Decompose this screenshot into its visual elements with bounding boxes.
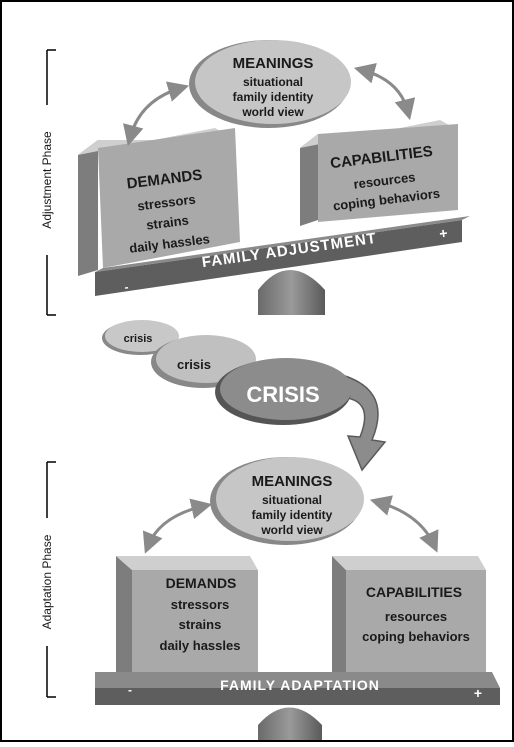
adjustment-beam: FAMILY ADJUSTMENT - + [95, 216, 470, 296]
adaptation-demands-title: DEMANDS [166, 575, 237, 591]
adjustment-minus-sign: - [123, 280, 129, 294]
adjustment-meanings-ellipse: MEANINGS situational family identity wor… [189, 40, 351, 128]
adjustment-fulcrum [258, 270, 325, 315]
adjustment-right-arrow [353, 63, 416, 121]
adaptation-capabilities-title: CAPABILITIES [366, 584, 462, 600]
adaptation-phase-bracket: Adaptation Phase [38, 461, 56, 698]
adaptation-meanings-line-1: situational [262, 493, 322, 507]
adjustment-phase: Adjustment Phase FAMILY ADJUSTMENT - + D… [38, 40, 470, 316]
adaptation-right-arrow [369, 495, 439, 553]
adaptation-demands-line-2: strains [179, 617, 222, 632]
adaptation-demands-box: DEMANDS stressors strains daily hassles [116, 556, 258, 672]
adjustment-demands-line-2: strains [145, 212, 189, 232]
adjustment-meanings-line-3: world view [241, 105, 304, 119]
adaptation-capabilities-box: CAPABILITIES resources coping behaviors [332, 556, 486, 672]
adaptation-capabilities-line-2: coping behaviors [362, 629, 470, 644]
adaptation-beam: FAMILY ADAPTATION - + [95, 672, 500, 705]
adaptation-fulcrum [258, 707, 322, 742]
crisis-small-ellipse: crisis [102, 320, 179, 355]
adjustment-capabilities-box: CAPABILITIES resources coping behaviors [300, 120, 458, 226]
adjustment-demands-line-1: stressors [136, 192, 196, 214]
adaptation-left-arrow [142, 498, 213, 554]
adjustment-left-arrow [123, 81, 190, 147]
adjustment-meanings-line-1: situational [243, 75, 303, 89]
adaptation-phase-label: Adaptation Phase [40, 534, 54, 629]
adaptation-demands-line-3: daily hassles [160, 638, 241, 653]
adaptation-plus-sign: + [474, 685, 482, 701]
adaptation-phase: Adaptation Phase FAMILY ADAPTATION - + D… [38, 457, 500, 742]
adaptation-minus-sign: - [128, 683, 132, 697]
crisis-medium-label: crisis [177, 357, 211, 372]
adjustment-meanings-line-2: family identity [233, 90, 314, 104]
adjustment-phase-bracket: Adjustment Phase [38, 49, 56, 316]
adaptation-demands-line-1: stressors [171, 597, 230, 612]
crisis-small-label: crisis [124, 333, 153, 345]
adjustment-meanings-title: MEANINGS [233, 55, 314, 72]
crisis-sequence: crisis crisis CRISIS [102, 320, 387, 472]
crisis-large-ellipse: CRISIS [215, 358, 352, 425]
adaptation-meanings-title: MEANINGS [252, 473, 333, 490]
adaptation-capabilities-line-1: resources [385, 609, 447, 624]
adaptation-meanings-line-2: family identity [252, 508, 333, 522]
adaptation-beam-label: FAMILY ADAPTATION [220, 677, 380, 693]
adaptation-meanings-ellipse: MEANINGS situational family identity wor… [210, 457, 364, 545]
adjustment-demands-box: DEMANDS stressors strains daily hassles [78, 128, 240, 276]
adjustment-plus-sign: + [438, 225, 448, 242]
crisis-large-label: CRISIS [246, 382, 319, 407]
adjustment-phase-label: Adjustment Phase [40, 131, 54, 229]
adaptation-meanings-line-3: world view [260, 523, 323, 537]
